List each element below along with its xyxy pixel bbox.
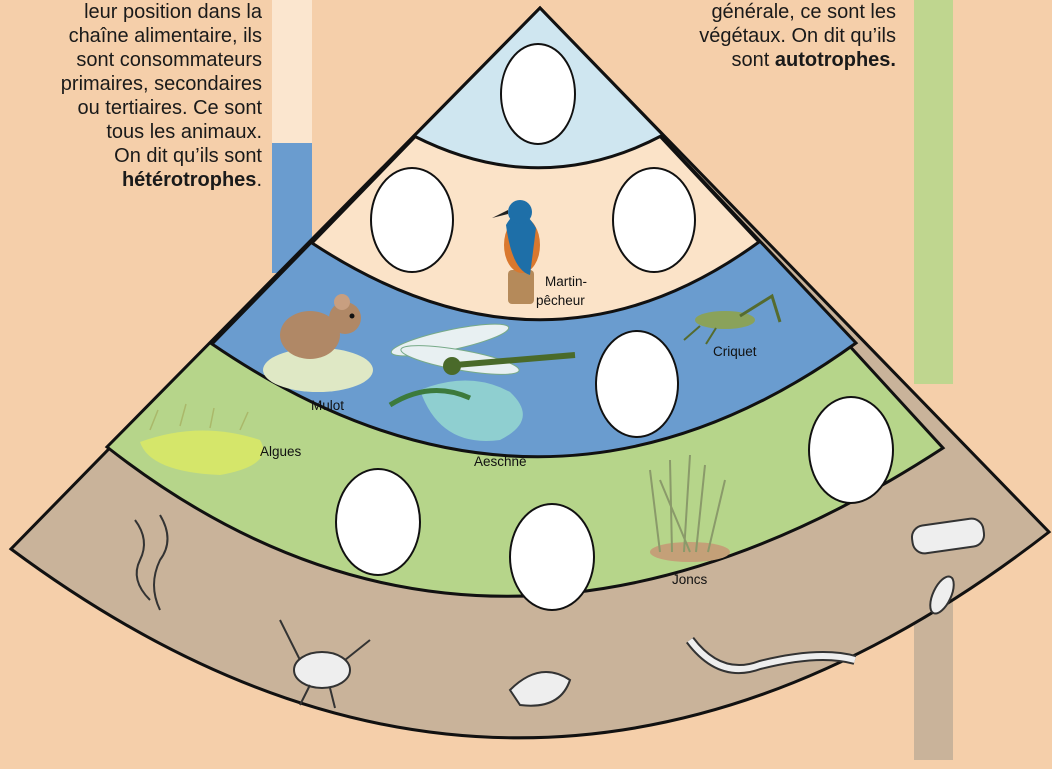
oval-level4-right[interactable] bbox=[809, 397, 893, 503]
bar-green bbox=[914, 0, 953, 384]
label-martin-1: Martin- bbox=[545, 274, 587, 289]
label-algues: Algues bbox=[260, 444, 302, 459]
oval-top[interactable] bbox=[501, 44, 575, 144]
label-aeschne: Aeschne bbox=[474, 454, 527, 469]
bar-cream bbox=[272, 0, 312, 143]
label-joncs: Joncs bbox=[672, 572, 708, 587]
oval-level4-left[interactable] bbox=[336, 469, 420, 575]
label-martin-2: pêcheur bbox=[536, 293, 585, 308]
oval-level3[interactable] bbox=[596, 331, 678, 437]
label-mulot: Mulot bbox=[311, 398, 344, 413]
oval-level2-left[interactable] bbox=[371, 168, 453, 272]
oval-level2-right[interactable] bbox=[613, 168, 695, 272]
label-criquet: Criquet bbox=[713, 344, 757, 359]
oval-level4-middle[interactable] bbox=[510, 504, 594, 610]
